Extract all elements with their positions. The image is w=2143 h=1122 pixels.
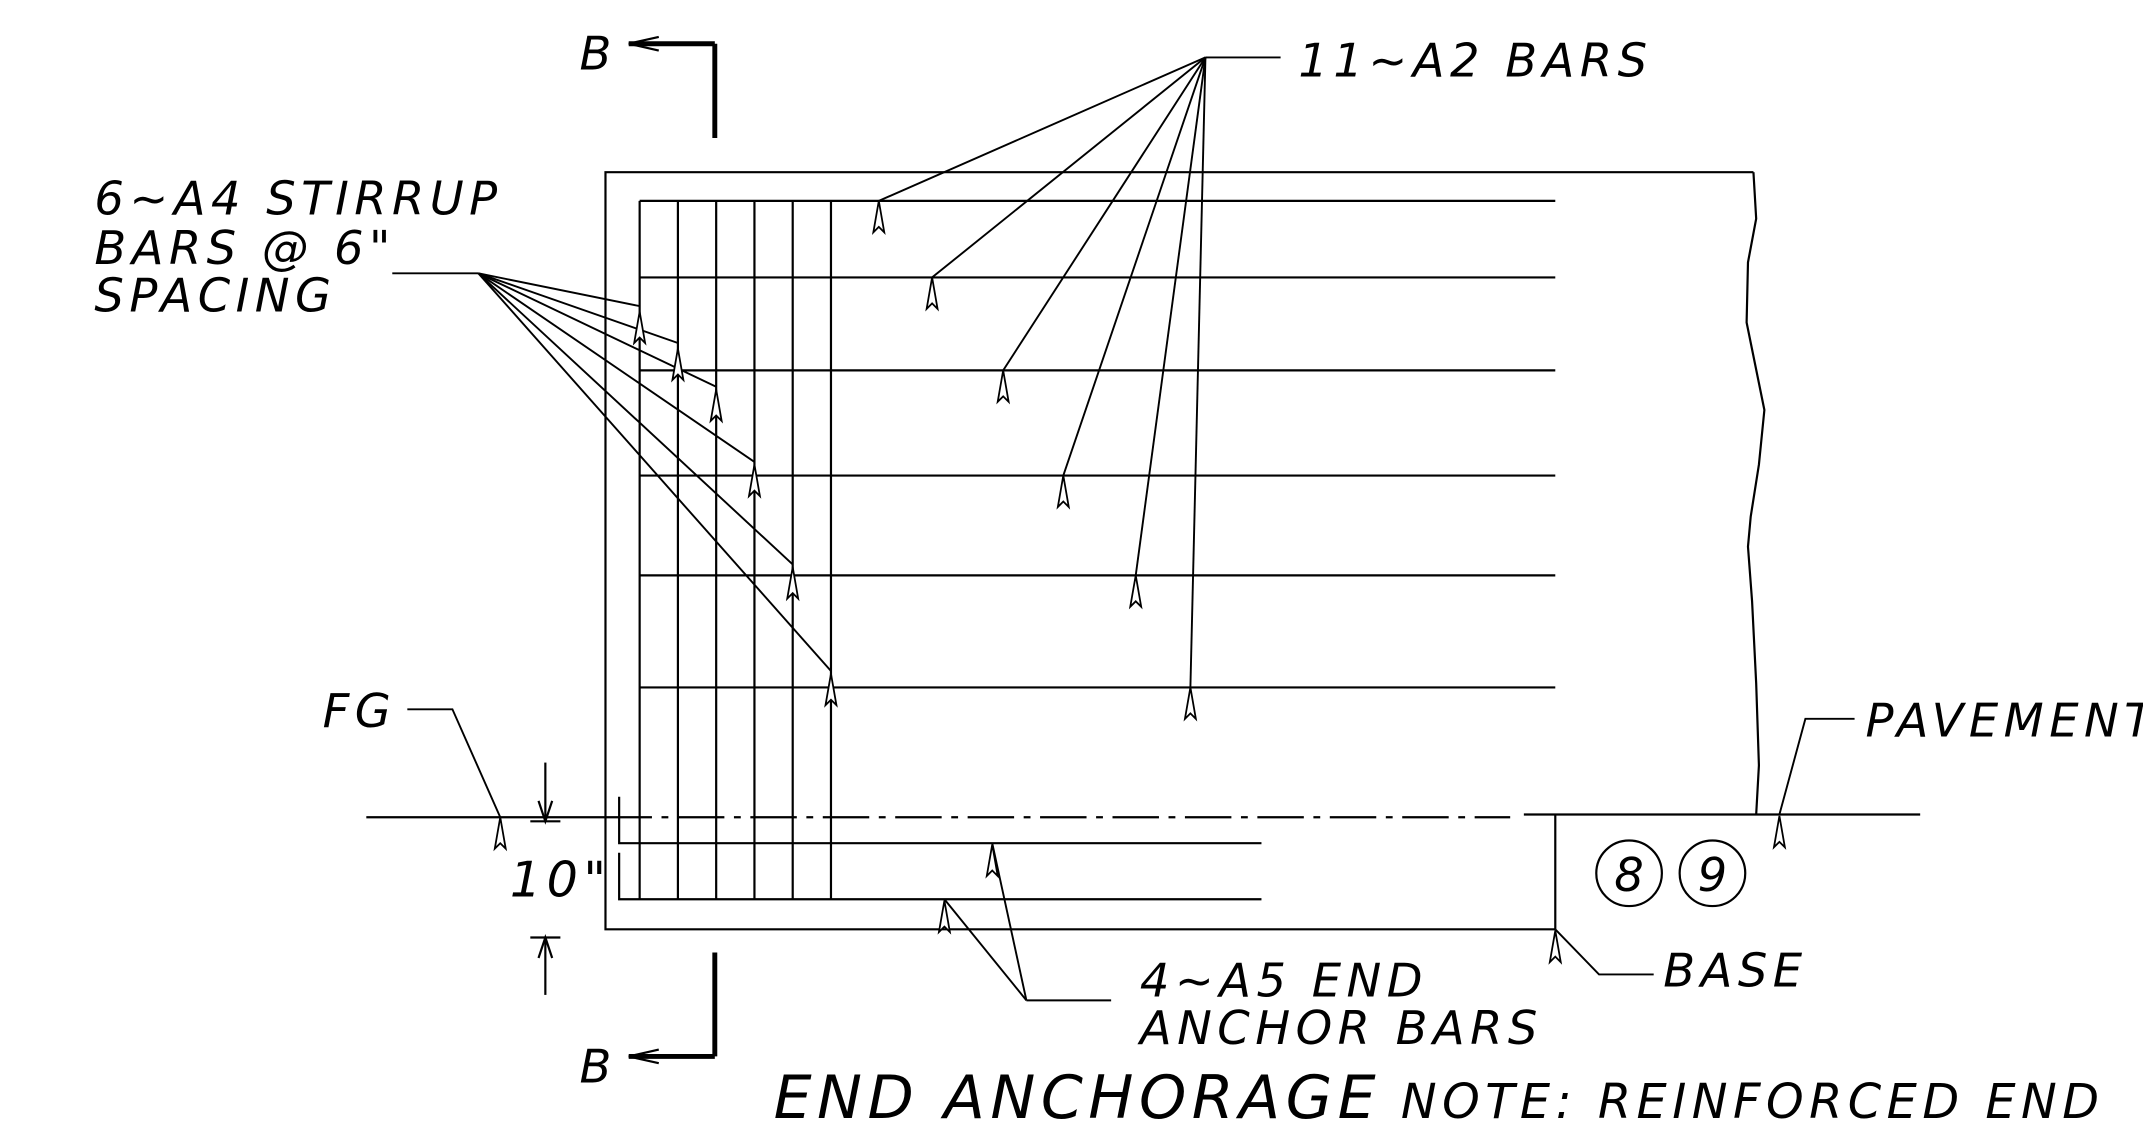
- dimension-label: 10": [510, 851, 612, 909]
- a2-horizontal-bars: [639, 199, 1556, 689]
- end-anchor-bars-callout: 4~A5 END ANCHOR BARS: [937, 843, 1543, 1055]
- end-bars-label-line-1: 4~A5 END: [1140, 953, 1428, 1007]
- concrete-outline: [604, 171, 1754, 931]
- reference-number-9: 9: [1698, 848, 1728, 902]
- section-cut-top: B: [580, 27, 718, 139]
- a5-end-anchor-bars: [618, 796, 1262, 901]
- stirrup-label-line-3: SPACING: [94, 269, 336, 323]
- section-cut-bottom: B: [580, 952, 718, 1093]
- fg-label: FG: [323, 684, 397, 738]
- stirrup-label-line-1: 6~A4 STIRRUP: [94, 172, 502, 226]
- stirrup-label-line-2: BARS @ 6": [94, 221, 396, 275]
- break-line: [1745, 172, 1766, 815]
- a2-bars-label: 11~A2 BARS: [1298, 34, 1652, 88]
- section-mark-bottom: B: [580, 1039, 617, 1093]
- pavement-label: PAVEMENT: [1866, 694, 2143, 748]
- a4-stirrup-bars: [638, 200, 833, 900]
- fg-callout: FG: [323, 684, 508, 852]
- end-bars-label-line-2: ANCHOR BARS: [1137, 1001, 1543, 1055]
- stirrup-bars-callout: 6~A4 STIRRUP BARS @ 6" SPACING: [94, 172, 838, 708]
- section-mark-top: B: [580, 27, 617, 81]
- a2-bars-callout: 11~A2 BARS: [871, 34, 1652, 722]
- pavement-callout: PAVEMENT: [1772, 694, 2143, 850]
- base-callout: BASE: [1548, 928, 1807, 998]
- drawing-note: NOTE: REINFORCED END: [1401, 1075, 2105, 1122]
- reference-circle-8: 8: [1595, 839, 1663, 908]
- reference-number-8: 8: [1614, 848, 1644, 902]
- drawing-title: END ANCHORAGE: [774, 1063, 1382, 1122]
- depth-dimension: 10": [510, 762, 612, 995]
- base-label: BASE: [1663, 944, 1807, 998]
- reference-circle-9: 9: [1678, 839, 1747, 908]
